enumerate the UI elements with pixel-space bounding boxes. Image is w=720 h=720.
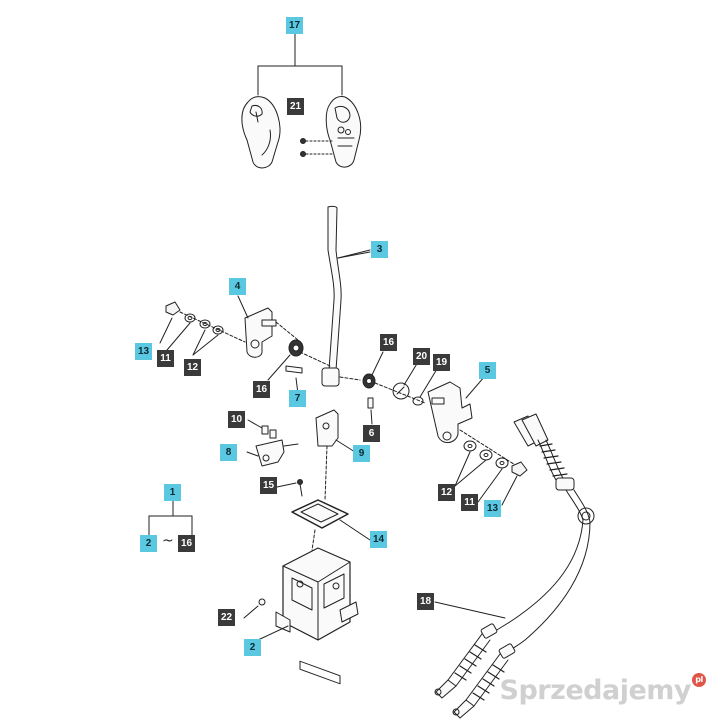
bracket-1 — [148, 499, 193, 537]
callout-16-range-end: 16 — [178, 535, 195, 552]
callout-11-left: 11 — [157, 350, 174, 367]
callout-13-right: 13 — [484, 500, 501, 517]
callout-16-right: 16 — [380, 334, 397, 351]
callout-11-right: 11 — [461, 494, 478, 511]
callout-3: 3 — [371, 241, 388, 258]
callout-9: 9 — [353, 445, 370, 462]
bracket-8 — [246, 419, 299, 467]
callout-21: 21 — [287, 98, 304, 115]
callout-13-left: 13 — [135, 343, 152, 360]
callout-1: 1 — [164, 484, 181, 501]
callout-19: 19 — [433, 354, 450, 371]
selector-plate — [315, 409, 356, 453]
shift-cables — [434, 413, 595, 719]
callout-5: 5 — [479, 362, 496, 379]
callout-2-range-start: 2 — [140, 535, 157, 552]
left-nuts-washers — [159, 301, 246, 356]
right-bushing — [362, 351, 384, 389]
shift-lever — [321, 205, 371, 387]
callout-17: 17 — [286, 17, 303, 34]
callout-10: 10 — [228, 411, 245, 428]
housing-base — [243, 547, 359, 685]
leader-17 — [257, 33, 343, 96]
knob-right-half — [325, 96, 362, 168]
left-bushing — [267, 339, 304, 381]
callout-4: 4 — [229, 278, 246, 295]
callout-6: 6 — [363, 425, 380, 442]
callout-18: 18 — [417, 593, 434, 610]
right-nuts-washers — [454, 429, 528, 506]
callout-15: 15 — [260, 477, 277, 494]
knob-screws — [300, 138, 333, 157]
callout-7: 7 — [289, 390, 306, 407]
range-tilde: ~ — [162, 533, 174, 549]
watermark-text: Sprzedajemy — [499, 675, 692, 706]
gasket — [291, 499, 371, 541]
left-bracket — [237, 295, 299, 358]
bolt-15 — [276, 479, 303, 497]
callout-12-left: 12 — [184, 359, 201, 376]
callout-14: 14 — [370, 531, 387, 548]
right-bracket — [427, 375, 486, 443]
pin-6 — [367, 397, 374, 425]
callout-2: 2 — [244, 639, 261, 656]
knob-left-half — [241, 96, 281, 169]
callout-16-left: 16 — [253, 381, 270, 398]
callout-8: 8 — [220, 444, 237, 461]
callout-12-right: 12 — [438, 484, 455, 501]
callout-22: 22 — [218, 609, 235, 626]
watermark-badge: pl — [692, 673, 706, 687]
callout-20: 20 — [413, 348, 430, 365]
